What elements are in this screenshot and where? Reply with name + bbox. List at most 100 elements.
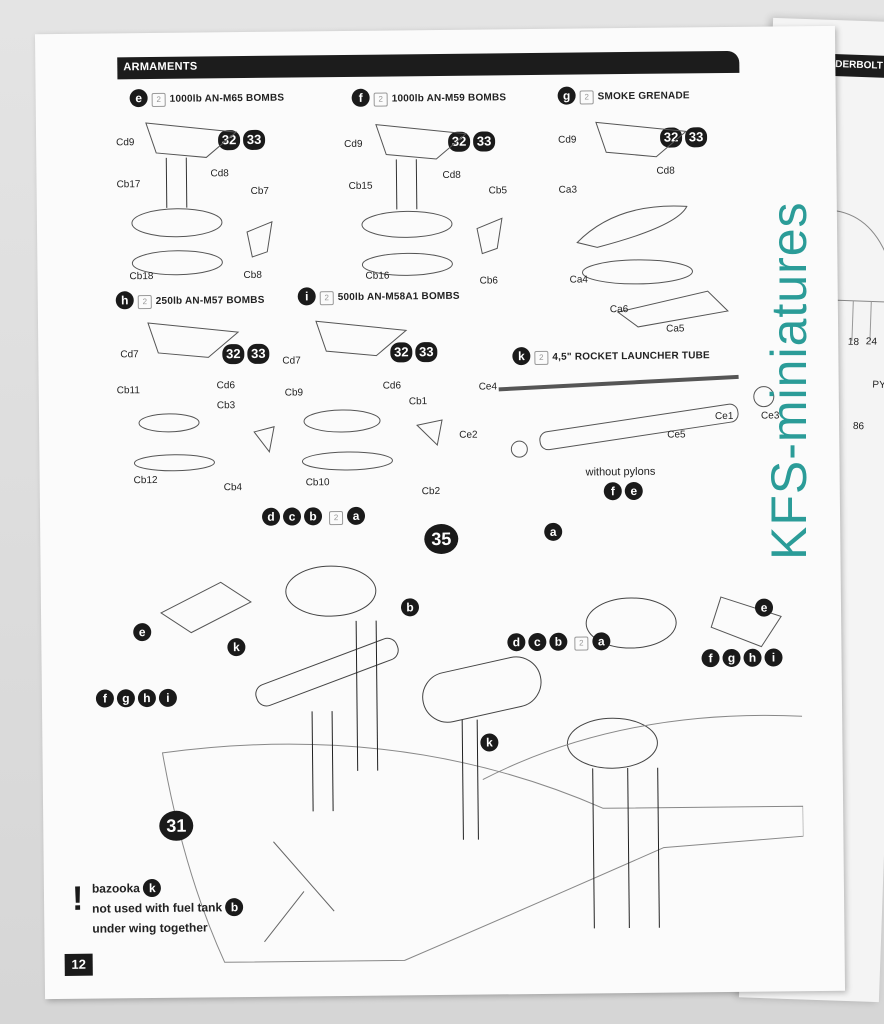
- letter-badge: b: [400, 598, 420, 617]
- letter-e-badge-left: e: [133, 623, 152, 642]
- part-label: Ce1: [714, 410, 734, 423]
- part-label: Cd6: [382, 380, 402, 392]
- qty-icon: 2: [137, 295, 152, 310]
- armaments-header: ARMAMENTS: [117, 50, 740, 80]
- qty-icon: 2: [373, 92, 388, 107]
- section-k-diagram: [498, 374, 775, 458]
- letter-badge: d: [507, 633, 526, 652]
- section-g-badge: g: [557, 86, 576, 105]
- qty-icon: 2: [579, 90, 594, 105]
- part-label: Cb18: [129, 270, 154, 283]
- part-label: Cb2: [421, 485, 441, 498]
- part-label: Cb6: [479, 275, 498, 287]
- note-line-1: bazooka k: [92, 878, 162, 898]
- letter-b-badge: b: [400, 598, 420, 617]
- warning-icon: !: [71, 879, 84, 918]
- qty-icon: 2: [319, 291, 334, 306]
- part-label: Ce4: [478, 381, 498, 393]
- section-i-badge: i: [297, 287, 316, 306]
- section-e-label: 1000lb AN-M65 BOMBS: [169, 92, 285, 105]
- aircraft-drawing: [160, 565, 804, 963]
- letter-badge: f: [603, 482, 622, 501]
- page-number: 12: [64, 953, 93, 976]
- part-label: Ca3: [558, 184, 578, 196]
- header-title: ARMAMENTS: [123, 60, 198, 74]
- letter-badge: f: [701, 649, 720, 668]
- qty-icon: 2: [151, 92, 166, 107]
- letter-badge: k: [143, 878, 162, 898]
- part-label: Cb10: [305, 477, 330, 489]
- qty-icon: 2: [534, 350, 549, 366]
- letter-e-badge-right: e: [754, 598, 774, 617]
- letter-badge: e: [624, 481, 643, 501]
- part-label: Ca4: [569, 274, 588, 286]
- section-e-diagram: [131, 122, 273, 276]
- letter-badge: b: [225, 898, 244, 917]
- part-label: Cb15: [348, 180, 373, 192]
- part-label: Cd9: [558, 134, 577, 146]
- part-label: Cd6: [216, 380, 236, 392]
- letter-badge: i: [158, 688, 178, 707]
- letter-badge: g: [116, 689, 136, 708]
- letter-badge: c: [528, 632, 547, 652]
- letter-badge: a: [592, 632, 611, 651]
- part-label: Cd7: [282, 355, 301, 367]
- letter-badge: i: [764, 648, 783, 667]
- part-label: Cd9: [116, 137, 135, 149]
- part-label: Cb16: [365, 270, 390, 282]
- right-label-18: 18: [847, 336, 860, 349]
- letter-badge: h: [743, 648, 762, 667]
- part-label: Cb17: [116, 179, 141, 191]
- letter-badge: k: [227, 638, 246, 657]
- part-label: Cb3: [216, 400, 236, 412]
- section-g-label: SMOKE GRENADE: [597, 90, 690, 103]
- part-label: Cb8: [243, 269, 262, 282]
- part-label: Cb4: [223, 482, 243, 494]
- part-label: Cb5: [488, 185, 508, 197]
- letter-badge: e: [754, 598, 774, 617]
- qty-icon: 2: [574, 636, 589, 651]
- section-h-badge: h: [115, 291, 134, 310]
- part-label: Cd7: [120, 349, 139, 361]
- part-label: Ca6: [609, 304, 629, 316]
- section-k-badge: k: [512, 347, 531, 366]
- letter-k-badge-right: k: [480, 733, 499, 752]
- right-label-86: 86: [852, 420, 865, 433]
- right-label-24: 24: [865, 336, 878, 348]
- part-label: Ce5: [667, 429, 686, 441]
- letter-k-badge-left: k: [227, 638, 246, 657]
- section-i-label: 500lb AN-M58A1 BOMBS: [337, 290, 460, 304]
- part-label: Cb12: [133, 474, 158, 487]
- part-label: Cd8: [656, 165, 675, 177]
- part-label: Cb7: [250, 185, 270, 197]
- note-text: not used with fuel tank: [92, 900, 223, 916]
- part-label: Cb9: [284, 387, 304, 399]
- letter-badge: f: [95, 689, 115, 708]
- section-h-diagram: [133, 322, 275, 472]
- section-e-badge: e: [129, 89, 148, 108]
- section-i-diagram: [301, 320, 443, 471]
- part-label: Cd9: [344, 138, 363, 150]
- section-g-diagram: [576, 121, 729, 328]
- section-h-label: 250lb AN-M57 BOMBS: [155, 294, 265, 307]
- part-label: Ce2: [459, 429, 478, 441]
- letter-badge: e: [133, 623, 152, 642]
- section-f-badge: f: [351, 88, 370, 107]
- part-label: Cb1: [408, 396, 428, 408]
- right-label-pyl: PYL: [872, 379, 884, 392]
- note-line-3: under wing together: [92, 920, 208, 936]
- without-pylons-label: without pylons: [585, 465, 656, 479]
- part-label: Ca5: [666, 323, 685, 335]
- letter-badge: k: [480, 733, 499, 752]
